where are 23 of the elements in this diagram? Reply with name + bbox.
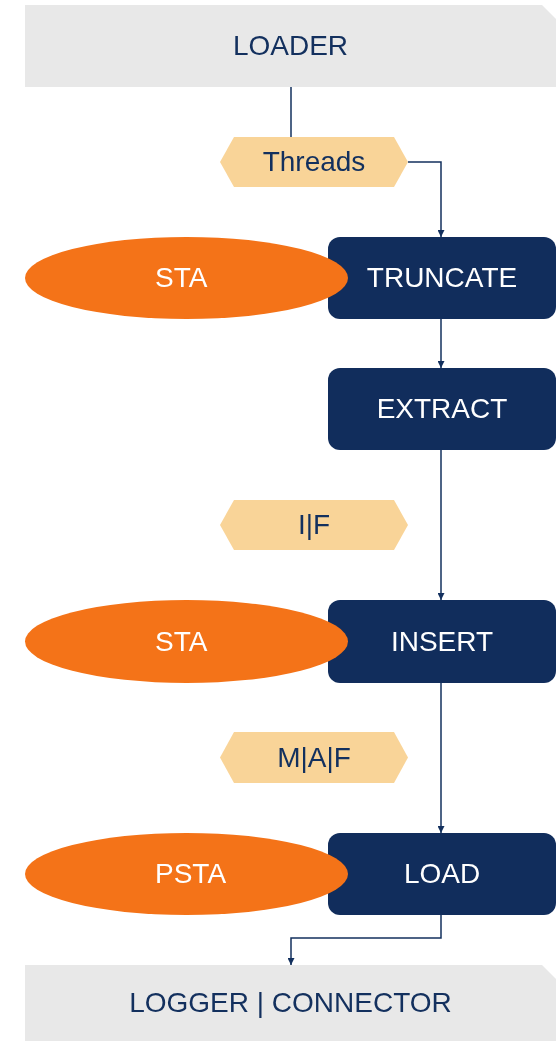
node-label: TRUNCATE	[366, 262, 518, 294]
band-box	[25, 965, 556, 1041]
node-label: LOADER	[232, 30, 349, 62]
connector-arrow	[407, 161, 445, 238]
node-label: LOGGER | CONNECTOR	[129, 987, 452, 1019]
node-label: PSTA	[155, 858, 227, 890]
node-label: M|A|F	[277, 741, 351, 774]
connector-arrow	[287, 914, 442, 966]
node-label: I|F	[297, 509, 331, 541]
process-box	[328, 368, 556, 450]
node-label: EXTRACT	[376, 393, 508, 425]
process-box	[328, 237, 556, 319]
node-label: INSERT	[390, 625, 494, 658]
connector-arrow	[437, 682, 445, 834]
process-box	[328, 833, 556, 915]
band-box	[25, 5, 556, 87]
node-label: STA	[155, 625, 208, 658]
connector-arrow	[437, 449, 445, 601]
node-label: LOAD	[403, 858, 481, 890]
process-box	[328, 600, 556, 683]
node-label: Threads	[262, 146, 366, 178]
node-label: STA	[155, 262, 208, 294]
connector-arrow	[437, 318, 445, 369]
